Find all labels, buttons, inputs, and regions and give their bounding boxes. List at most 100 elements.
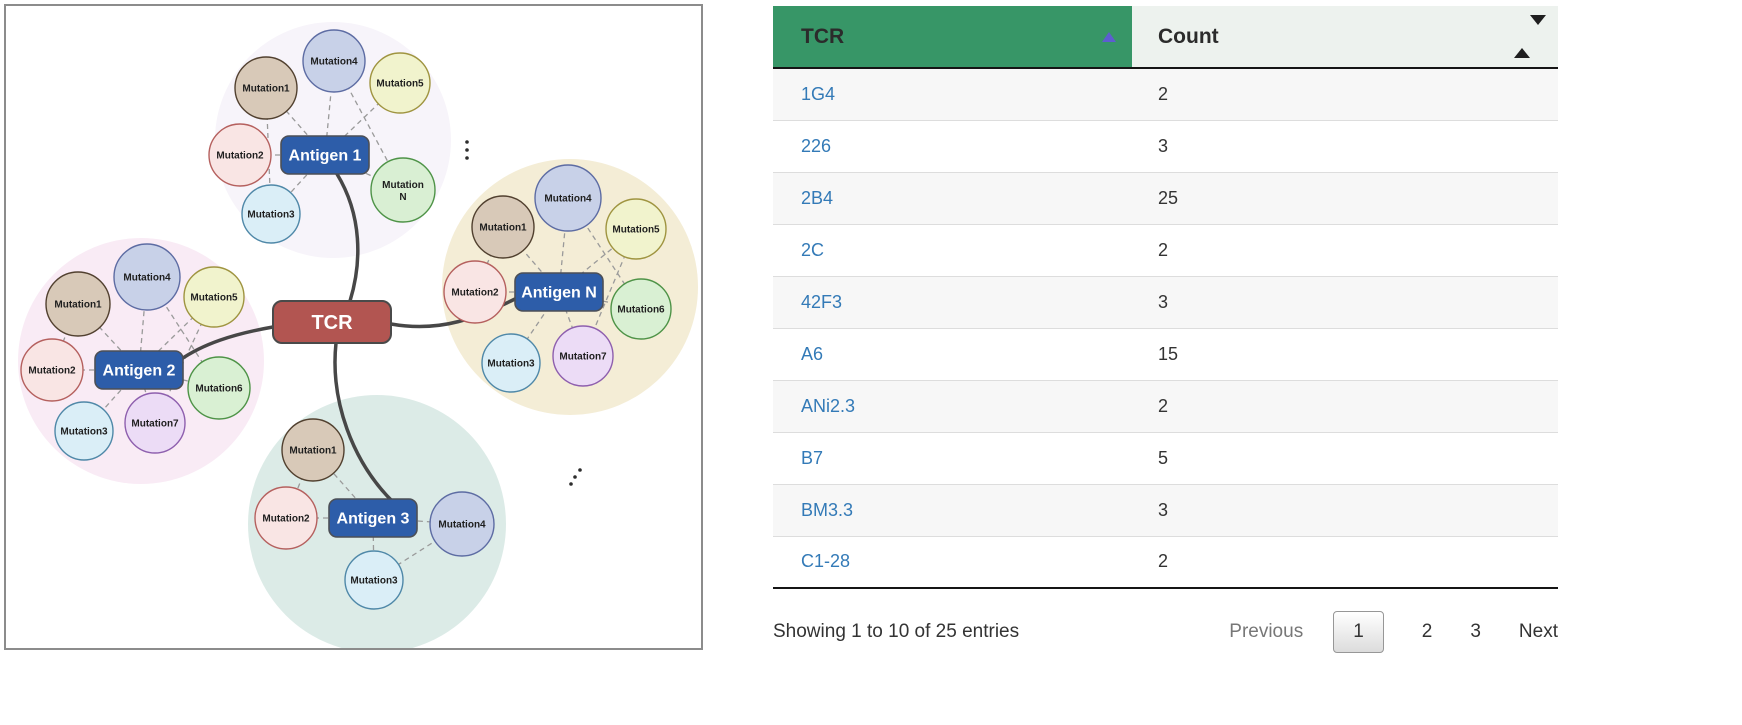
mutation-label: Mutation6 bbox=[195, 384, 243, 395]
tcr-link[interactable]: 2C bbox=[801, 239, 825, 260]
tcr-antigen-curve bbox=[333, 341, 396, 505]
mutation-node bbox=[234, 56, 298, 120]
tcr-cell: 1G4 bbox=[773, 68, 1132, 121]
mutation-label: Mutation2 bbox=[28, 366, 76, 377]
mutation-label: Mutation3 bbox=[60, 427, 108, 438]
dashed-link bbox=[324, 60, 335, 156]
sort-unsorted-icon bbox=[1514, 14, 1546, 58]
dashed-link bbox=[138, 276, 148, 371]
count-column-header[interactable]: Count bbox=[1132, 6, 1558, 69]
tcr-link[interactable]: ANi2.3 bbox=[801, 395, 856, 416]
mutation-node bbox=[605, 198, 667, 260]
mutation-node bbox=[254, 486, 318, 550]
tcr-link[interactable]: 42F3 bbox=[801, 291, 843, 312]
mutation-label: Mutation2 bbox=[451, 288, 499, 299]
mutation-label: Mutation3 bbox=[487, 359, 535, 370]
pagination: Previous 1 2 3 Next bbox=[1191, 611, 1558, 653]
mutation-node bbox=[369, 52, 431, 114]
mutation-node bbox=[20, 338, 84, 402]
tcr-link[interactable]: A6 bbox=[801, 343, 824, 364]
tcr-link[interactable]: B7 bbox=[801, 447, 824, 468]
mutation-node bbox=[124, 392, 186, 454]
tcr-cell: BM3.3 bbox=[773, 484, 1132, 537]
dashed-link bbox=[558, 197, 569, 293]
tcr-cell: ANi2.3 bbox=[773, 380, 1132, 433]
mutation-label: Mutation3 bbox=[247, 210, 295, 221]
mutation-node bbox=[552, 325, 614, 387]
antigen-label: Antigen 2 bbox=[103, 363, 176, 380]
sort-ascending-icon bbox=[1102, 31, 1116, 42]
ellipsis-diagonal bbox=[578, 468, 582, 472]
mutation-node bbox=[344, 550, 404, 610]
table-row: 1G4 2 bbox=[773, 68, 1558, 121]
tcr-column-header[interactable]: TCR bbox=[773, 6, 1132, 69]
tcr-link[interactable]: 1G4 bbox=[801, 83, 836, 104]
mutation-label: Mutation5 bbox=[190, 293, 238, 304]
ellipsis-vertical bbox=[465, 156, 469, 160]
page-previous-button[interactable]: Previous bbox=[1229, 621, 1304, 642]
mutation-label: Mutation4 bbox=[123, 273, 171, 284]
tcr-cell: 2B4 bbox=[773, 172, 1132, 225]
table-row: 42F3 3 bbox=[773, 276, 1558, 329]
mutation-label: Mutation4 bbox=[310, 57, 358, 68]
page-1-button[interactable]: 1 bbox=[1333, 611, 1384, 653]
tcr-count-table: TCR Count 1G4 2 226 3 2B4 25 2C 2 42F3 3 bbox=[773, 6, 1558, 653]
tcr-cell: A6 bbox=[773, 328, 1132, 381]
mutation-node bbox=[241, 184, 301, 244]
tcr-link[interactable]: BM3.3 bbox=[801, 499, 854, 520]
tcr-node bbox=[272, 300, 392, 344]
mutation-label: Mutation1 bbox=[289, 446, 337, 457]
mutation-label: Mutation4 bbox=[544, 194, 592, 205]
mutation-node bbox=[187, 356, 251, 420]
tcr-antigen-curve bbox=[335, 172, 360, 303]
mutation-label: Mutation1 bbox=[479, 223, 527, 234]
count-cell: 2 bbox=[1132, 68, 1558, 121]
tcr-label: TCR bbox=[311, 312, 353, 334]
table-row: B7 5 bbox=[773, 432, 1558, 485]
diagram-svg: Mutation1Mutation4Mutation5Mutation2Muta… bbox=[18, 22, 698, 648]
mutation-label: Mutation5 bbox=[612, 225, 660, 236]
count-cell: 5 bbox=[1132, 432, 1558, 485]
tcr-link[interactable]: 226 bbox=[801, 135, 832, 156]
tcr-antigen-curve bbox=[178, 325, 275, 362]
tcr-cell: B7 bbox=[773, 432, 1132, 485]
page-next-button[interactable]: Next bbox=[1518, 621, 1558, 642]
mutation-label: Mutation3 bbox=[350, 576, 398, 587]
mutation-node bbox=[471, 195, 535, 259]
count-column-label: Count bbox=[1158, 24, 1219, 48]
count-cell: 3 bbox=[1132, 276, 1558, 329]
page-3-button[interactable]: 3 bbox=[1470, 621, 1481, 642]
count-cell: 2 bbox=[1132, 380, 1558, 433]
page-2-button[interactable]: 2 bbox=[1421, 621, 1433, 642]
entries-summary: Showing 1 to 10 of 25 entries bbox=[773, 621, 1020, 642]
table-body: 1G4 2 226 3 2B4 25 2C 2 42F3 3 A6 15 ANi… bbox=[773, 68, 1558, 589]
tcr-column-label: TCR bbox=[801, 24, 845, 48]
tcr-cell: 42F3 bbox=[773, 276, 1132, 329]
antigen-label: Antigen 3 bbox=[337, 511, 410, 528]
mutation-node bbox=[183, 266, 245, 328]
table-row: 2B4 25 bbox=[773, 172, 1558, 225]
tcr-cell: 226 bbox=[773, 120, 1132, 173]
tcr-cell: 2C bbox=[773, 224, 1132, 277]
antigen-node bbox=[514, 272, 604, 312]
mutation-node bbox=[370, 157, 436, 223]
ellipsis-vertical bbox=[465, 140, 469, 144]
count-cell: 2 bbox=[1132, 536, 1558, 589]
antigen-label: Antigen N bbox=[521, 285, 597, 302]
ellipsis-diagonal bbox=[573, 475, 577, 479]
mutation-node bbox=[302, 29, 366, 93]
tcr-link[interactable]: C1-28 bbox=[801, 551, 851, 572]
table-row: A6 15 bbox=[773, 328, 1558, 381]
mutation-label: Mutation6 bbox=[617, 305, 665, 316]
count-cell: 2 bbox=[1132, 224, 1558, 277]
mutation-node bbox=[281, 418, 345, 482]
tcr-cell: C1-28 bbox=[773, 536, 1132, 589]
ellipsis-diagonal bbox=[569, 482, 573, 486]
mutation-label: Mutation4 bbox=[438, 520, 486, 531]
table-footer: Showing 1 to 10 of 25 entries Previous 1 2… bbox=[773, 611, 1558, 653]
antigen-label: Antigen 1 bbox=[289, 148, 362, 165]
tcr-link[interactable]: 2B4 bbox=[801, 187, 834, 208]
mutation-label: Mutation5 bbox=[376, 79, 424, 90]
